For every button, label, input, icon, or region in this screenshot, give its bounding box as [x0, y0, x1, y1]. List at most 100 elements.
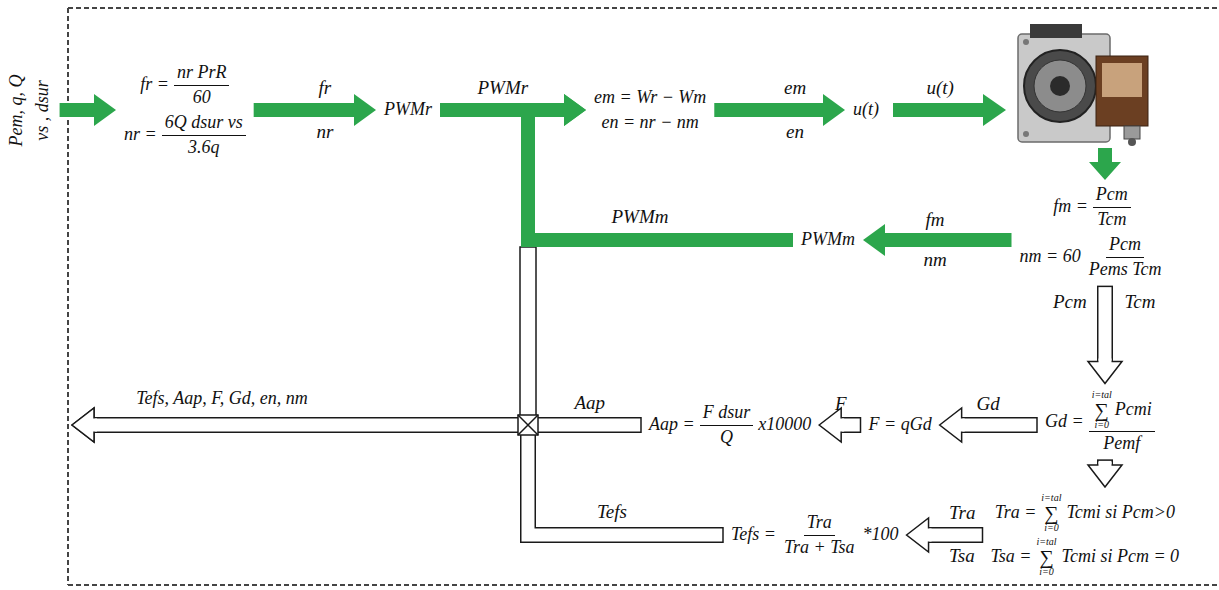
- formula-term: F dsur: [703, 402, 751, 424]
- formula-row: en = nr − nm: [594, 112, 706, 134]
- formula-term: Pem, q, Q: [6, 74, 28, 146]
- formula-term: nm = 60: [1020, 246, 1081, 268]
- formula-row: Aap =F dsurQx10000: [649, 402, 811, 448]
- signal-label: PWMr: [478, 77, 529, 99]
- formula-term: Q: [720, 427, 733, 449]
- formula-row: nr =6Q dsur vs3.6q: [124, 112, 246, 158]
- formula-term: Tra =: [995, 502, 1037, 524]
- denominator: Pemf: [1100, 432, 1143, 455]
- hollow-arrow: [72, 408, 723, 543]
- numerator: Pcm: [1093, 184, 1131, 208]
- arrow-head: [564, 94, 586, 126]
- formula-block: Aap =F dsurQx10000: [645, 400, 815, 450]
- formula-row: Tefs, Aap, F, Gd, en, nm: [76, 388, 368, 410]
- valve-body: [1096, 56, 1148, 126]
- signal-arrow: [528, 94, 793, 240]
- signal-label: Tra: [949, 502, 975, 524]
- arrow-head: [1088, 362, 1122, 384]
- connector-outline: [93, 425, 723, 535]
- summation: i=tal∑i=0: [1092, 390, 1112, 430]
- denominator: 60: [190, 86, 214, 109]
- denominator: 3.6q: [185, 136, 223, 159]
- summation: i=tal∑i=0: [1037, 537, 1057, 577]
- signal-label: fr: [319, 77, 332, 99]
- formula-term: vs , dsur: [32, 80, 54, 141]
- numerator: nr PrR: [174, 62, 230, 86]
- signal-block: PWMr: [380, 97, 436, 123]
- stepper-motor-photo: [1018, 24, 1148, 146]
- signal-label: nr: [317, 121, 334, 143]
- denominator: Q: [717, 426, 736, 449]
- arrow-head: [72, 408, 94, 442]
- signal-label: Tefs: [597, 501, 627, 523]
- formula-term: F = qGd: [869, 414, 932, 436]
- valve-highlight: [1102, 63, 1142, 97]
- numerator: F dsur: [700, 402, 754, 426]
- connector-outline: [961, 417, 1037, 433]
- input-variables: Pem, q, Qvs , dsur: [4, 70, 55, 150]
- arrow-head: [823, 94, 845, 126]
- signal-label: u(t): [927, 77, 954, 99]
- connector-outline: [1097, 460, 1113, 466]
- numerator: Pcm: [1106, 234, 1144, 258]
- formula-row: Pem, q, Q: [6, 74, 28, 146]
- signal-label: em: [784, 77, 806, 99]
- signal-label: Gd: [977, 393, 1000, 415]
- connector-shaft: [254, 103, 355, 117]
- connector-tail: [1097, 459, 1113, 461]
- denominator: Tcm: [1094, 208, 1129, 231]
- formula-term: Tcm: [1097, 209, 1126, 231]
- signal-arrow: [714, 94, 845, 126]
- fraction: nr PrR60: [174, 62, 230, 108]
- sum-limit: i=tal: [1041, 493, 1061, 503]
- dashed-border: [68, 8, 1219, 585]
- formula-row: u(t): [853, 99, 879, 121]
- sum-limit: i=0: [1044, 523, 1059, 533]
- formula-block: fr =nr PrR60nr =6Q dsur vs3.6q: [120, 60, 250, 160]
- formula-row: Tsa =i=tal∑i=0Tcmi si Pcm = 0: [991, 537, 1180, 577]
- formula-term: nr =: [124, 124, 157, 146]
- formula-term: PWMm: [801, 229, 855, 251]
- formula-row: fr =nr PrR60: [124, 62, 246, 108]
- formula-row: Gd =i=tal∑i=0PcmiPemf: [1045, 390, 1155, 455]
- arrow-head-joint: [839, 419, 844, 432]
- sum-symbol: ∑: [1044, 503, 1058, 523]
- fraction: 6Q dsur vs3.6q: [162, 112, 246, 158]
- signal-label: nm: [924, 249, 947, 271]
- connector-shaft: [884, 233, 1012, 247]
- connector-shaft: [60, 103, 95, 117]
- numerator: i=tal∑i=0Pcmi: [1089, 390, 1155, 432]
- sum-limit: i=tal: [1037, 537, 1057, 547]
- denominator: Pems Tcm: [1086, 258, 1165, 281]
- connector-tail: [1036, 417, 1038, 433]
- formula-term: Aap =: [649, 414, 695, 436]
- formula-row: F = qGd: [869, 414, 932, 436]
- screw: [1023, 39, 1029, 45]
- arrow-head-joint: [1099, 462, 1112, 467]
- arrow-head: [354, 94, 376, 126]
- fraction: F dsurQ: [700, 402, 754, 448]
- numerator: 6Q dsur vs: [162, 112, 246, 136]
- formula-term: en = nr − nm: [601, 112, 698, 134]
- summation: i=tal∑i=0: [1041, 493, 1061, 533]
- signal-arrow: [254, 94, 376, 126]
- arrow-head: [907, 518, 929, 552]
- arrow-head: [564, 94, 586, 126]
- connector-tail: [640, 417, 642, 433]
- formula-block: fm =PcmTcmnm = 60PcmPems Tcm: [1016, 182, 1169, 282]
- formula-term: Tcmi si Pcm>0: [1066, 502, 1174, 524]
- signal-arrow: [893, 94, 1006, 126]
- formula-term: Tsa =: [991, 546, 1032, 568]
- signal-label: Aap: [575, 392, 606, 414]
- formula-row: PWMm: [801, 229, 855, 251]
- signal-label: en: [786, 121, 804, 143]
- formula-row: Tra =i=tal∑i=0Tcmi si Pcm>0: [991, 493, 1180, 533]
- connector-shaft: [714, 103, 824, 117]
- denominator: Tra + Tsa: [781, 536, 858, 559]
- formula-term: fr =: [140, 74, 169, 96]
- signal-block: PWMm: [797, 227, 859, 253]
- fitting-nozzle: [1128, 138, 1136, 146]
- formula-term: fm =: [1053, 196, 1088, 218]
- arrow-head-joint: [92, 419, 97, 432]
